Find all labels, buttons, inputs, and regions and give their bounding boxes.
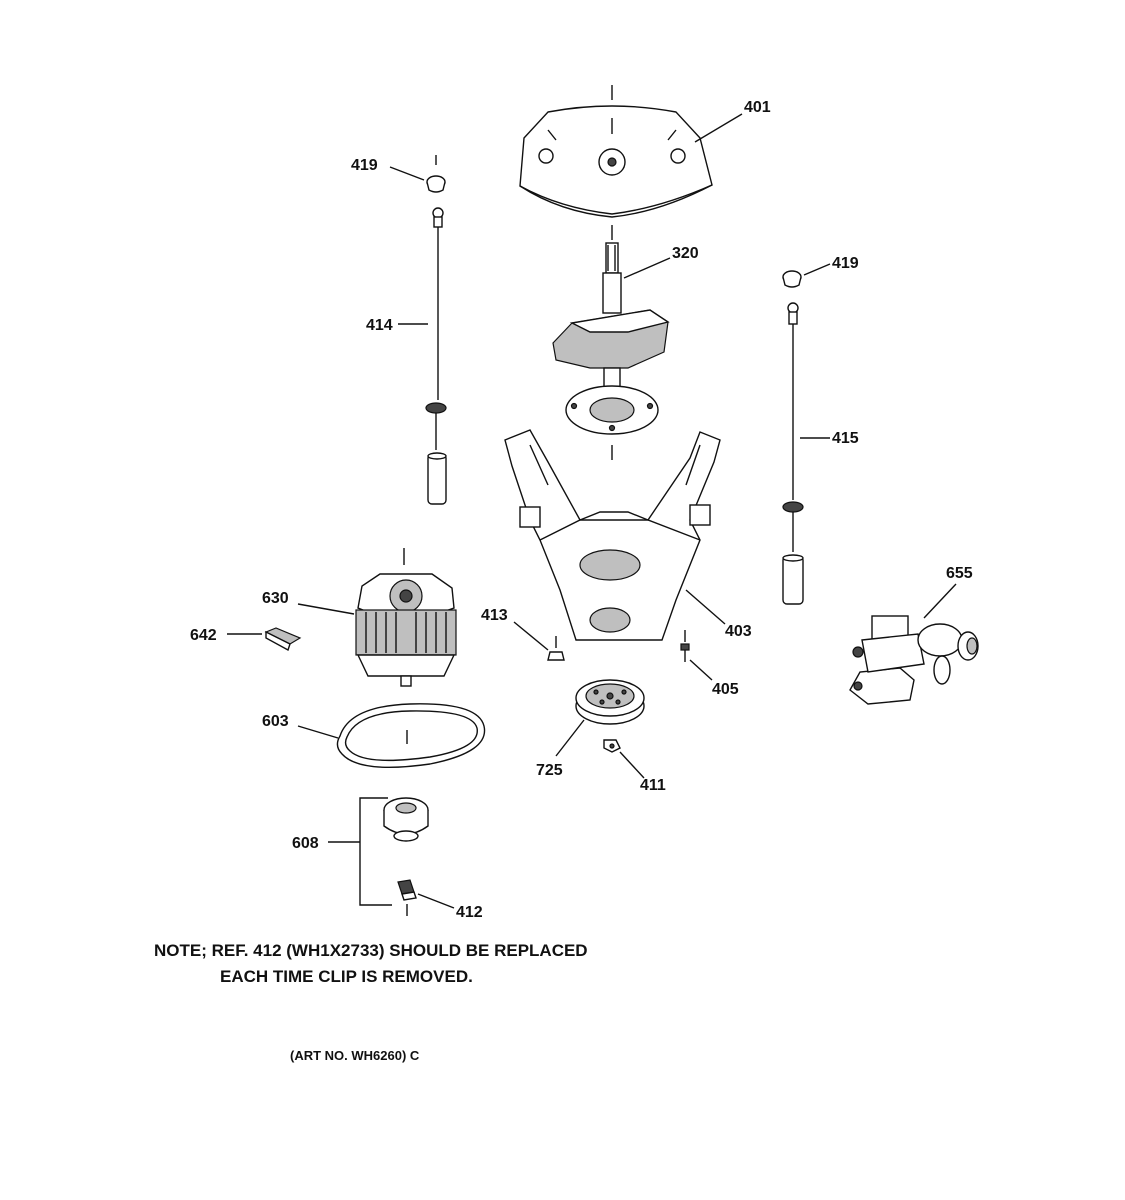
label-411: 411: [640, 777, 666, 794]
note-line-2: EACH TIME CLIP IS REMOVED.: [220, 967, 473, 986]
part-403-bracket[interactable]: [504, 429, 721, 641]
part-608-drive-pulley[interactable]: [383, 797, 429, 842]
note-line-1: NOTE; REF. 412 (WH1X2733) SHOULD BE REPL…: [154, 941, 588, 960]
part-419-cap-right[interactable]: [782, 270, 802, 288]
art-number: (ART NO. WH6260) C: [290, 1048, 420, 1063]
part-401-cover[interactable]: [519, 85, 713, 218]
label-630: 630: [262, 590, 289, 607]
label-403: 403: [725, 623, 752, 640]
part-415-suspension-rod[interactable]: [782, 302, 804, 605]
label-415: 415: [832, 430, 859, 447]
label-419-left: 419: [351, 157, 378, 174]
label-642: 642: [190, 627, 217, 644]
label-401: 401: [744, 99, 771, 116]
part-725-pulley[interactable]: [575, 679, 645, 725]
part-320-transmission[interactable]: [552, 225, 670, 435]
label-655: 655: [946, 565, 973, 582]
label-419-right: 419: [832, 255, 859, 272]
label-405: 405: [712, 681, 739, 698]
part-412-clip[interactable]: [397, 879, 417, 916]
part-630-motor[interactable]: [355, 548, 457, 687]
part-655-pump[interactable]: [849, 615, 979, 705]
part-413-nut[interactable]: [547, 636, 565, 661]
label-412: 412: [456, 904, 483, 921]
label-608: 608: [292, 835, 319, 852]
part-405-screw[interactable]: [680, 630, 690, 662]
label-320: 320: [672, 245, 699, 262]
label-725: 725: [536, 762, 563, 779]
label-413: 413: [481, 607, 508, 624]
part-419-cap-left[interactable]: [426, 175, 446, 193]
part-642-clip[interactable]: [264, 627, 302, 652]
label-414: 414: [366, 317, 393, 334]
label-603: 603: [262, 713, 289, 730]
part-411-nut[interactable]: [603, 739, 621, 753]
part-414-suspension-rod[interactable]: [425, 207, 447, 505]
part-603-belt[interactable]: [336, 703, 486, 768]
